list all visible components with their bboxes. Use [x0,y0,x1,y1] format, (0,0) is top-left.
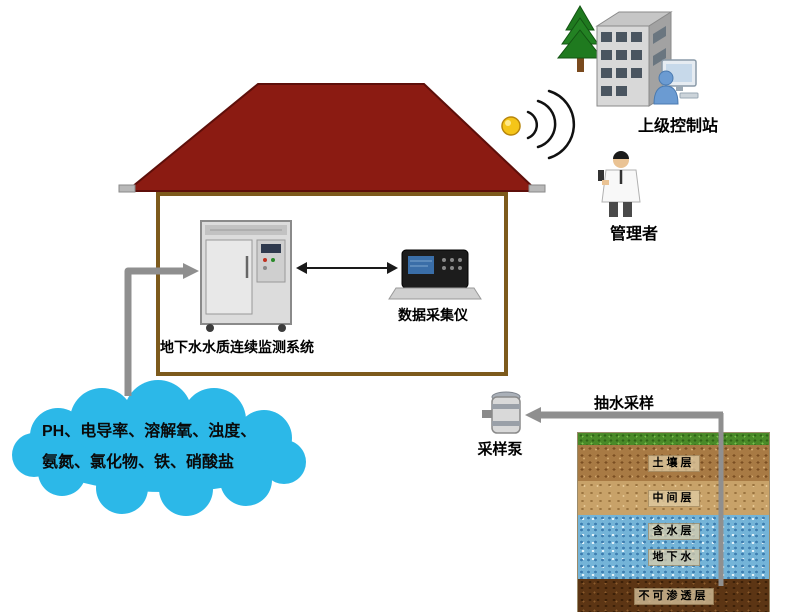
sampling-pump-label: 采样泵 [477,441,523,458]
control-station-label: 上级控制站 [638,118,719,135]
control-station-building [595,11,673,107]
house-roof [118,83,546,193]
monitoring-system-label: 地下水水质连续监测系统 [160,339,314,355]
soil-layer-middle-label: 中间层 [647,489,700,507]
pump-sampling-label: 抽水采样 [594,395,655,412]
cabinet-collector-arrow [296,262,398,274]
parameters-text: PH、电导率、溶解氧、浊度、 氨氮、氯化物、铁、硝酸盐 [42,416,294,478]
parameters-line-2: 氨氮、氯化物、铁、硝酸盐 [42,454,235,471]
manager-label: 管理者 [610,226,659,243]
workstation-operator-icon [653,59,699,105]
soil-layer-aquifer: 含水层 地下水 [578,515,769,579]
data-collector-device [388,249,482,300]
parameters-cloud [12,380,306,516]
soil-layer-topsoil: 土壤层 [578,445,769,481]
cloud-to-cabinet-pipe [124,263,199,396]
parameters-line-1: PH、电导率、溶解氧、浊度、 [42,423,257,440]
manager-person-icon [598,151,641,217]
soil-layer-impermeable-label: 不可渗透层 [633,587,714,605]
sampling-pump-icon [482,391,521,434]
data-collector-label: 数据采集仪 [398,307,468,323]
soil-layer-aquifer-label: 含水层 [647,523,700,540]
tree-icon [556,5,604,72]
transmitter-ball-icon [501,116,521,136]
monitoring-cabinet [200,220,292,332]
soil-layer-topsoil-label: 土壤层 [647,454,700,472]
soil-layer-impermeable: 不可渗透层 [578,579,769,612]
soil-layer-middle: 中间层 [578,481,769,515]
soil-cross-section: 土壤层 中间层 含水层 地下水 不可渗透层 [577,432,770,612]
wifi-signal-icon [526,89,576,160]
soil-layer-groundwater-label: 地下水 [647,549,700,566]
well-pipe [525,407,724,586]
